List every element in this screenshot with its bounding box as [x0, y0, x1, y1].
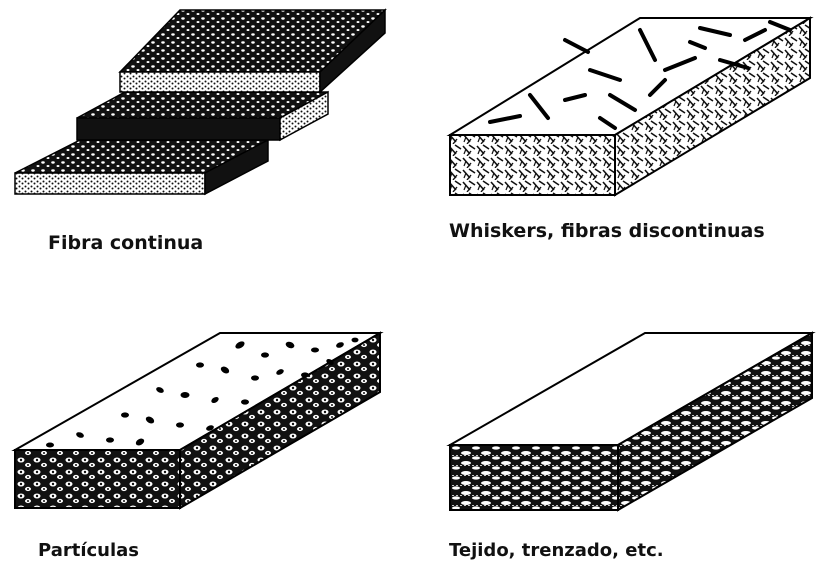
- caption-woven: Tejido, trenzado, etc.: [449, 540, 664, 561]
- woven-front-face: [450, 445, 618, 510]
- continuous-fiber-laminate: [15, 10, 385, 194]
- caption-whiskers: Whiskers, fibras discontinuas: [449, 220, 765, 242]
- whisker-front-face: [450, 135, 615, 195]
- layer-bottom-front: [15, 173, 205, 194]
- layer-top-front: [120, 72, 320, 92]
- whisker-composite-block: [450, 18, 810, 195]
- caption-continuous-fiber: Fibra continua: [48, 232, 203, 254]
- caption-particles: Partículas: [38, 540, 139, 561]
- layer-middle-front: [77, 118, 280, 140]
- woven-composite-block: [450, 333, 812, 510]
- particle-composite-block: [15, 333, 380, 508]
- particle-front-face: [15, 450, 180, 508]
